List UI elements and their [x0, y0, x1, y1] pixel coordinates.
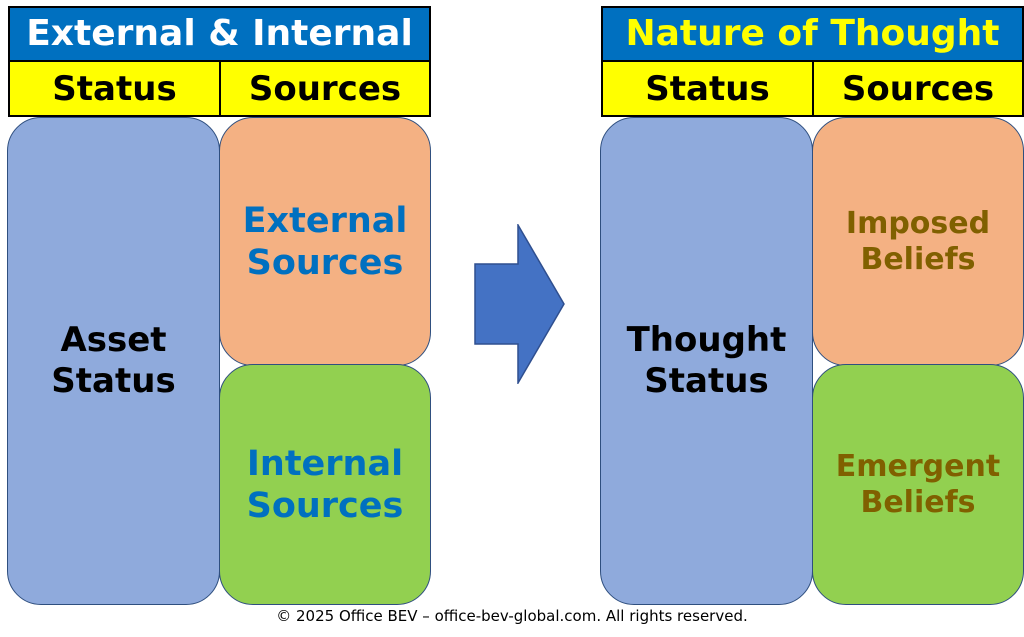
internal-sources-box: Internal Sources	[219, 364, 431, 605]
asset-status-box: Asset Status	[7, 117, 220, 605]
emergent-beliefs-line-1: Emergent	[835, 448, 1001, 484]
imposed-beliefs-line-1: Imposed	[845, 205, 991, 241]
left-header-status: Status	[8, 60, 221, 117]
thought-status-line-1: Thought	[626, 320, 787, 361]
right-arrow-icon	[474, 224, 565, 384]
right-header-status: Status	[601, 60, 814, 117]
left-panel-title: External & Internal	[8, 6, 431, 62]
asset-status-line-1: Asset	[60, 320, 167, 361]
right-arrow-shape	[474, 224, 565, 384]
copyright-footer: © 2025 Office BEV – office-bev-global.co…	[276, 607, 748, 625]
right-header-sources: Sources	[812, 60, 1024, 117]
emergent-beliefs-line-2: Beliefs	[860, 484, 976, 520]
internal-sources-line-1: Internal	[246, 443, 404, 484]
imposed-beliefs-line-2: Beliefs	[860, 241, 976, 277]
imposed-beliefs-box: Imposed Beliefs	[812, 117, 1024, 366]
external-sources-line-1: External	[242, 200, 408, 241]
asset-status-line-2: Status	[51, 361, 176, 401]
emergent-beliefs-box: Emergent Beliefs	[812, 364, 1024, 605]
external-sources-line-2: Sources	[246, 242, 404, 283]
right-panel-title: Nature of Thought	[601, 6, 1024, 62]
external-sources-box: External Sources	[219, 117, 431, 366]
internal-sources-line-2: Sources	[246, 485, 404, 526]
left-header-sources: Sources	[219, 60, 431, 117]
thought-status-line-2: Status	[644, 361, 769, 401]
thought-status-box: Thought Status	[600, 117, 813, 605]
